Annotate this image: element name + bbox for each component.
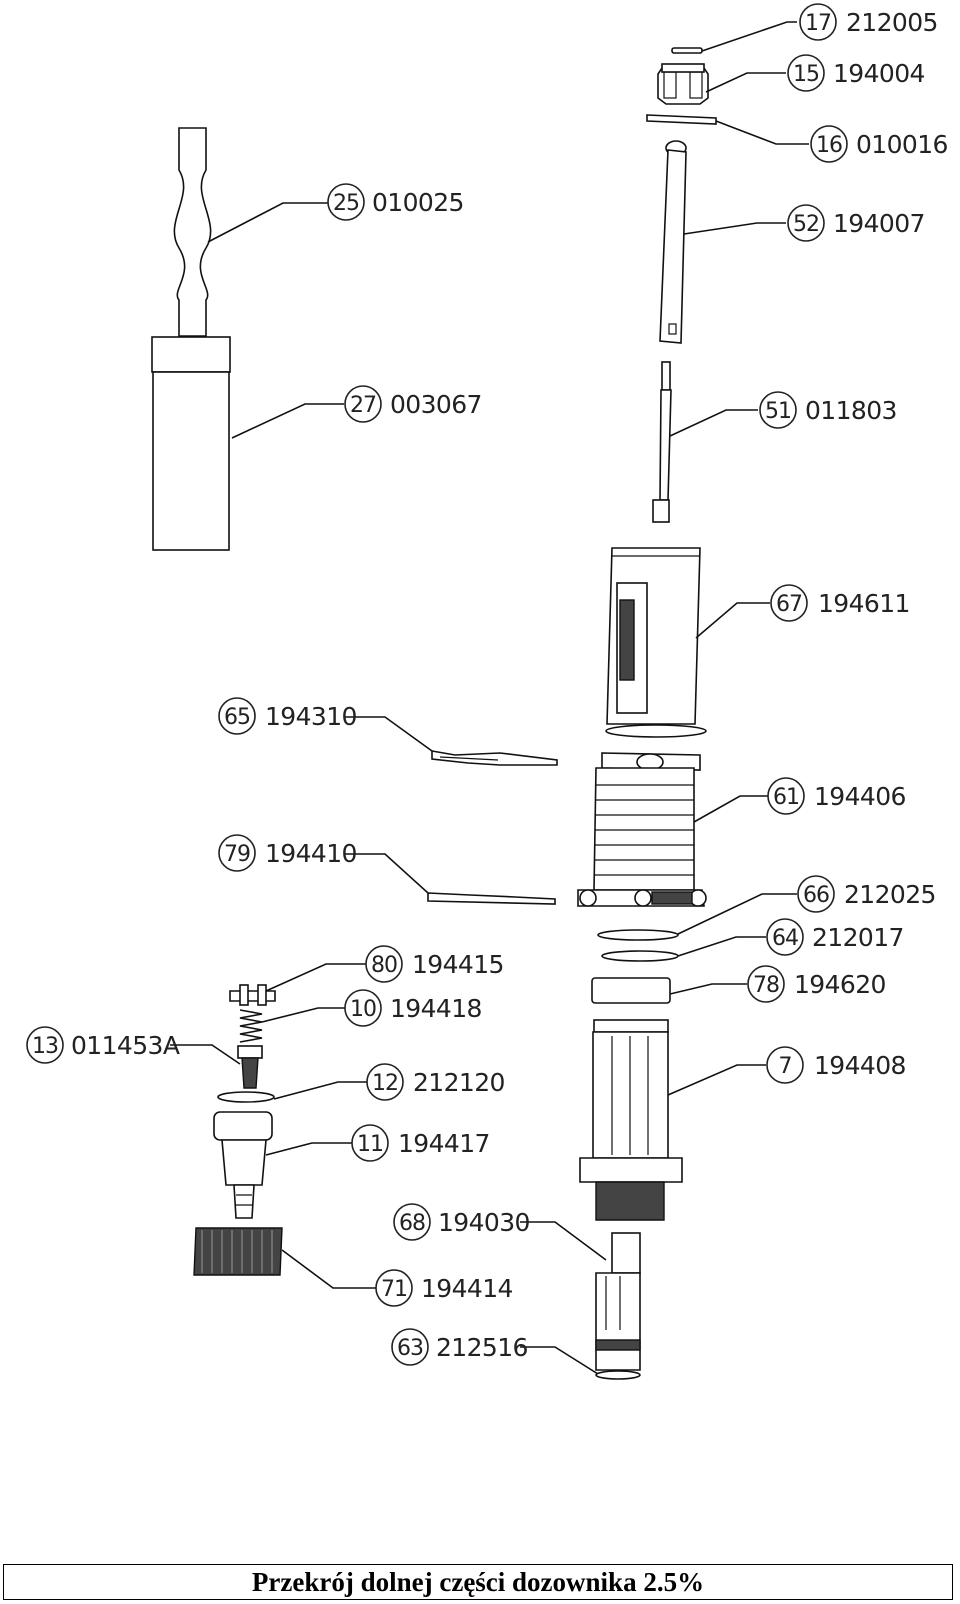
callout-61: 61 194406: [693, 777, 906, 823]
callout-27: 27 003067: [231, 385, 482, 439]
part-11-housing: [213, 1111, 273, 1219]
part-13-poppet: [237, 1045, 263, 1089]
diagram-caption: Przekrój dolnej części dozownika 2.5%: [251, 1567, 705, 1597]
callout-51-code: 011803: [805, 396, 897, 425]
callout-25-number: 25: [333, 191, 359, 216]
callout-71-number: 71: [381, 1277, 407, 1302]
part-66-oring: [597, 929, 679, 941]
part-16-gasket: [646, 114, 717, 125]
callout-63: 63 212516: [391, 1328, 599, 1375]
part-15-cap: [657, 63, 709, 105]
callout-12-number: 12: [372, 1071, 398, 1096]
callout-61-code: 194406: [814, 782, 906, 811]
callout-78-number: 78: [753, 973, 779, 998]
part-68-valve-body: [595, 1232, 641, 1371]
callout-78: 78 194620: [669, 965, 886, 1003]
callout-66: 66 212025: [677, 875, 936, 935]
callout-7: 7 194408: [667, 1046, 906, 1096]
part-71-knurled-nut: [193, 1227, 283, 1276]
part-80-clip: [229, 984, 276, 1006]
part-10-spring: [239, 1009, 263, 1043]
callout-17: 17 212005: [701, 3, 938, 52]
callout-65-code: 194310: [265, 702, 357, 731]
callout-17-number: 17: [805, 11, 831, 36]
callout-27-code: 003067: [390, 390, 482, 419]
callout-78-code: 194620: [794, 970, 886, 999]
callout-10-number: 10: [350, 997, 376, 1022]
part-suction-hose: [173, 127, 212, 337]
callout-66-number: 66: [803, 883, 829, 908]
callout-67-number: 67: [776, 592, 802, 617]
callout-79-number: 79: [224, 842, 250, 867]
callout-52: 52 194007: [683, 204, 925, 242]
callout-25-code: 010025: [372, 188, 464, 217]
callout-10: 10 194418: [261, 989, 482, 1027]
callout-13-number: 13: [32, 1034, 58, 1059]
callout-12-code: 212120: [413, 1068, 505, 1097]
callout-15-code: 194004: [833, 59, 925, 88]
part-52-piston-rod: [659, 140, 687, 344]
callout-52-number: 52: [793, 212, 819, 237]
callout-13: 13 011453A: [26, 1026, 241, 1065]
callout-64: 64 212017: [677, 918, 904, 957]
callout-51-number: 51: [765, 399, 791, 424]
caption-box: Przekrój dolnej części dozownika 2.5%: [3, 1564, 953, 1600]
part-63-oring: [595, 1370, 641, 1380]
callout-25: 25 010025: [207, 183, 464, 243]
callout-79: 79 194410: [218, 834, 429, 894]
callout-66-code: 212025: [844, 880, 936, 909]
callout-16-number: 16: [816, 133, 842, 158]
callout-16-code: 010016: [856, 130, 948, 159]
callout-11: 11 194417: [265, 1124, 490, 1162]
callout-68: 68 194030: [393, 1203, 607, 1261]
callout-68-code: 194030: [438, 1208, 530, 1237]
callout-27-number: 27: [350, 393, 376, 418]
part-67-dosing-cylinder: [605, 547, 707, 738]
callout-64-number: 64: [772, 926, 798, 951]
callout-68-number: 68: [399, 1211, 425, 1236]
part-17-small-seal: [671, 47, 703, 54]
part-51-inner-rod: [652, 361, 672, 523]
callout-63-number: 63: [397, 1336, 423, 1361]
callout-71-code: 194414: [421, 1274, 513, 1303]
callout-64-code: 212017: [812, 923, 904, 952]
callout-12: 12 212120: [273, 1063, 505, 1101]
callout-80: 80 194415: [265, 945, 504, 992]
part-78-ring: [591, 977, 671, 1004]
part-61-ribbed-body: [577, 752, 707, 907]
callout-80-code: 194415: [412, 950, 504, 979]
callout-61-number: 61: [773, 785, 799, 810]
callout-16: 16 010016: [715, 120, 948, 163]
part-79-lever: [427, 892, 556, 905]
callout-13-code: 011453A: [71, 1031, 180, 1060]
callout-52-code: 194007: [833, 209, 925, 238]
callout-65: 65 194310: [218, 697, 433, 752]
callout-63-code: 212516: [436, 1333, 528, 1362]
callout-15-number: 15: [793, 62, 819, 87]
callout-80-number: 80: [371, 953, 397, 978]
callout-71: 71 194414: [281, 1249, 513, 1307]
callout-10-code: 194418: [390, 994, 482, 1023]
callout-11-number: 11: [357, 1132, 383, 1157]
callout-7-code: 194408: [814, 1051, 906, 1080]
callout-51: 51 011803: [669, 391, 897, 437]
callout-11-code: 194417: [398, 1129, 490, 1158]
callout-15: 15 194004: [705, 54, 925, 93]
part-7-lower-body: [579, 1019, 683, 1221]
part-64-oring: [601, 950, 679, 962]
callout-7-number: 7: [779, 1054, 792, 1079]
callout-67: 67 194611: [695, 584, 910, 639]
part-65-lever: [431, 750, 558, 766]
callout-67-code: 194611: [818, 589, 910, 618]
callout-79-code: 194410: [265, 839, 357, 868]
callout-17-code: 212005: [846, 8, 938, 37]
callout-65-number: 65: [224, 705, 250, 730]
part-weight-cylinder: [151, 336, 231, 551]
part-12-oring: [217, 1091, 275, 1103]
